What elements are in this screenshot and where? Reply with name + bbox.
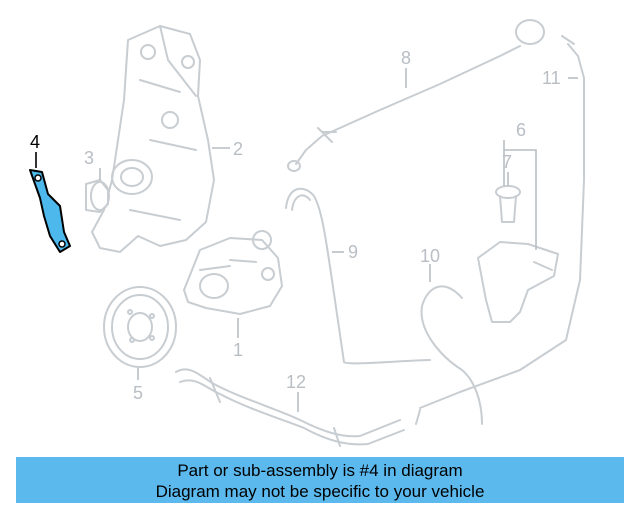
parts-diagram: 4 1 2 3 5 6 7 8 9 10 11 12 — [29, 19, 585, 447]
callout-10: 10 — [420, 246, 440, 266]
banner-line-part: Part or sub-assembly is #4 in diagram — [177, 461, 463, 480]
banner-line-disclaimer: Diagram may not be specific to your vehi… — [155, 482, 485, 501]
callout-6: 6 — [516, 120, 526, 140]
part-1-pump — [183, 230, 283, 315]
callout-8: 8 — [401, 48, 411, 68]
callout-1: 1 — [233, 340, 243, 360]
part-4-strap — [29, 169, 71, 253]
part-2-bracket — [91, 25, 215, 253]
part-6-reservoir — [477, 241, 559, 323]
part-9-hose — [285, 187, 431, 365]
callout-11: 11 — [542, 68, 561, 88]
callout-4: 4 — [30, 132, 40, 152]
callout-3: 3 — [84, 148, 94, 168]
part-7-cap — [495, 185, 521, 223]
callout-7: 7 — [502, 152, 512, 172]
part-3-bushing — [85, 179, 110, 213]
callout-2: 2 — [233, 139, 243, 159]
part-12-pipe — [175, 368, 405, 447]
part-8-line — [287, 19, 545, 172]
leader-lines — [35, 68, 578, 412]
callout-12: 12 — [286, 372, 306, 392]
callout-9: 9 — [348, 242, 358, 262]
part-11-return-line — [415, 35, 585, 425]
part-5-pulley — [103, 286, 177, 368]
part-10-hose — [420, 285, 483, 425]
callout-5: 5 — [133, 383, 143, 403]
info-banner: Part or sub-assembly is #4 in diagram Di… — [16, 457, 624, 503]
